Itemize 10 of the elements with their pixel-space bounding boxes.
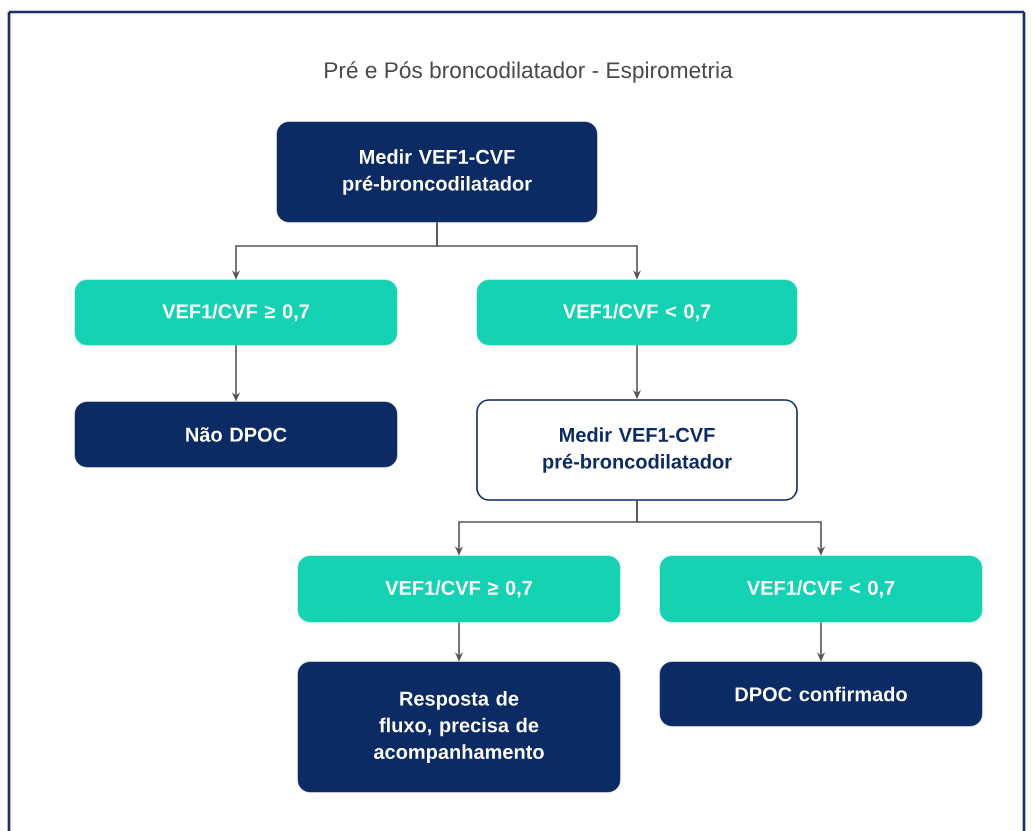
condition-box: VEF1/CVF ≥ 0,7 xyxy=(297,555,621,623)
step-box: Medir VEF1-CVF pré-broncodilatador xyxy=(276,121,598,223)
condition-box: VEF1/CVF < 0,7 xyxy=(476,279,798,346)
title: Pré e Pós broncodilatador - Espirometria xyxy=(325,61,733,83)
result-box: Resposta de fluxo, precisa de acompanhamento xyxy=(297,661,621,793)
result-box: DPOC confirmado xyxy=(659,661,983,727)
result-box: Não DPOC xyxy=(74,401,398,468)
step-box: Medir VEF1-CVF pré-broncodilatador xyxy=(476,399,798,501)
condition-box: VEF1/CVF ≥ 0,7 xyxy=(74,279,398,346)
condition-box: VEF1/CVF < 0,7 xyxy=(659,555,983,623)
